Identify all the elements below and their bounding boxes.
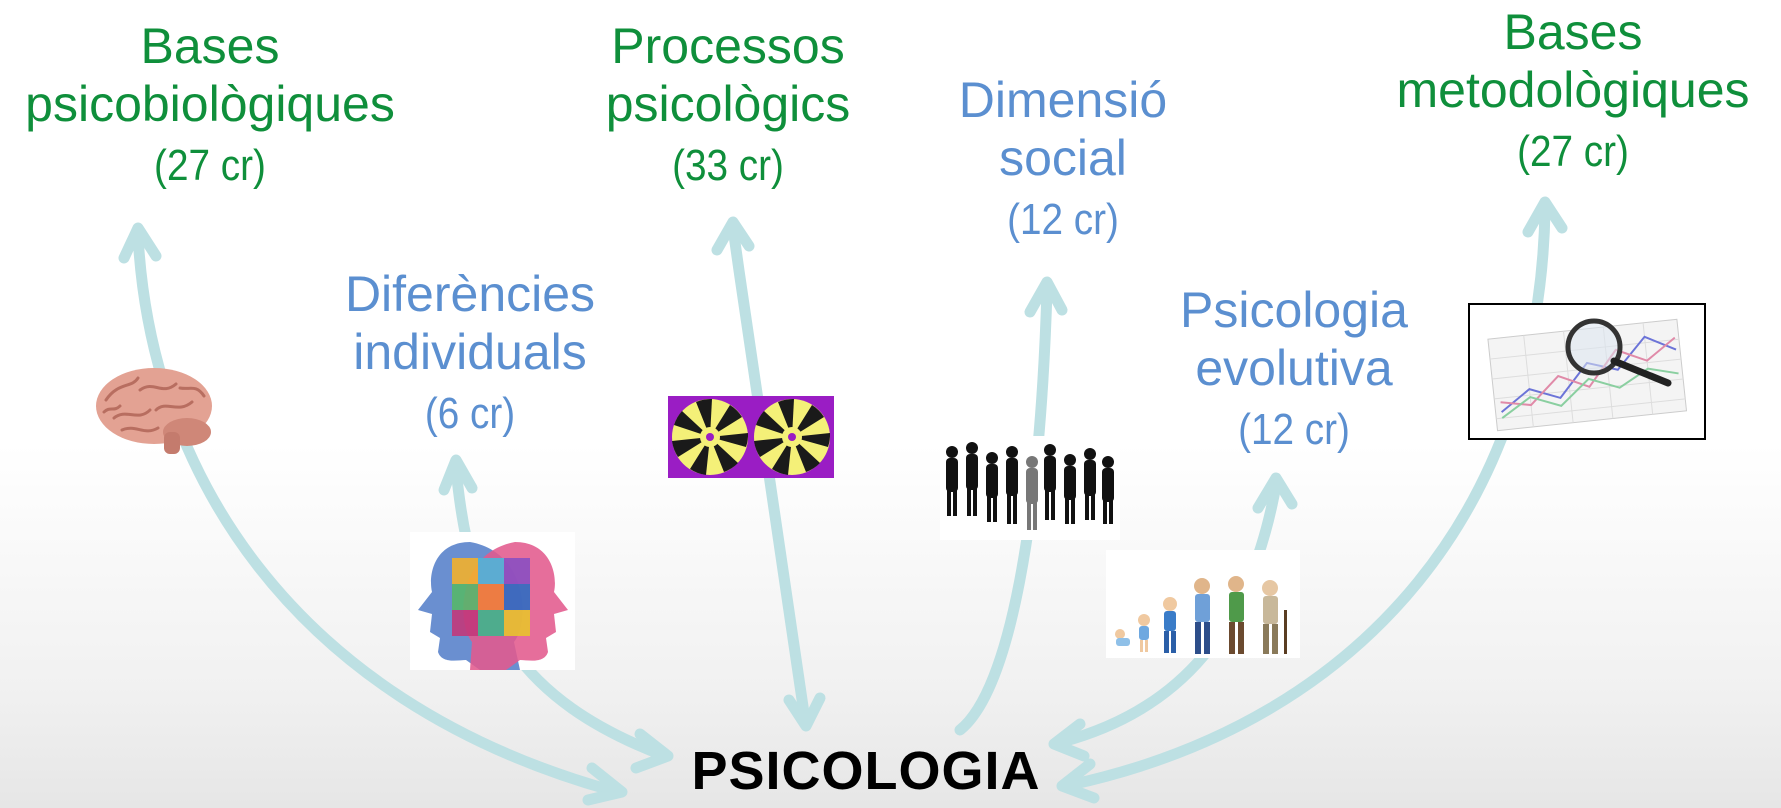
node-title-line: psicològics [605, 75, 851, 132]
node-title-line: Processos [611, 18, 845, 74]
node-diferencies-individuals: Diferències individuals (6 cr) [345, 266, 595, 440]
node-title-line: Dimensió [958, 72, 1168, 128]
node-dimensio-social: Dimensió social (12 cr) [959, 72, 1167, 246]
node-title-line: Psicologia [1180, 282, 1408, 338]
node-credits: (12 cr) [1238, 405, 1350, 454]
node-title-line: metodològiques [1396, 61, 1750, 118]
node-processos-psicologics: Processos psicològics (33 cr) [606, 18, 851, 192]
node-credits: (33 cr) [672, 141, 784, 190]
node-psicologia-evolutiva: Psicologia evolutiva (12 cr) [1180, 282, 1408, 456]
node-credits: (27 cr) [154, 141, 266, 190]
node-title-line: individuals [353, 323, 587, 380]
arrow-bases-psicobiologiques [132, 229, 616, 796]
node-title-line: evolutiva [1195, 339, 1393, 396]
node-title-line: social [999, 129, 1127, 186]
puzzle-heads-image [410, 532, 575, 670]
arrow-processos-psicologics [727, 222, 811, 726]
brain-image [96, 368, 212, 454]
node-bases-psicobiologiques: Bases psicobiològiques (27 cr) [25, 18, 395, 192]
node-title-line: Bases [1503, 4, 1643, 60]
node-title-line: psicobiològiques [25, 75, 395, 132]
crowd-silhouette-image [940, 436, 1120, 540]
magnifier-chart-image [1468, 303, 1706, 440]
node-bases-metodologiques: Bases metodològiques (27 cr) [1396, 4, 1749, 178]
node-credits: (12 cr) [1007, 195, 1119, 244]
node-title-line: Bases [140, 18, 280, 74]
node-credits: (27 cr) [1517, 127, 1629, 176]
arrow-dimensio-social [954, 284, 1053, 736]
node-credits: (6 cr) [424, 389, 516, 438]
node-title-line: Diferències [344, 266, 596, 322]
optical-illusion-image [668, 396, 834, 478]
center-title: PSICOLOGIA [691, 741, 1041, 801]
human-evolution-image [1106, 550, 1300, 658]
